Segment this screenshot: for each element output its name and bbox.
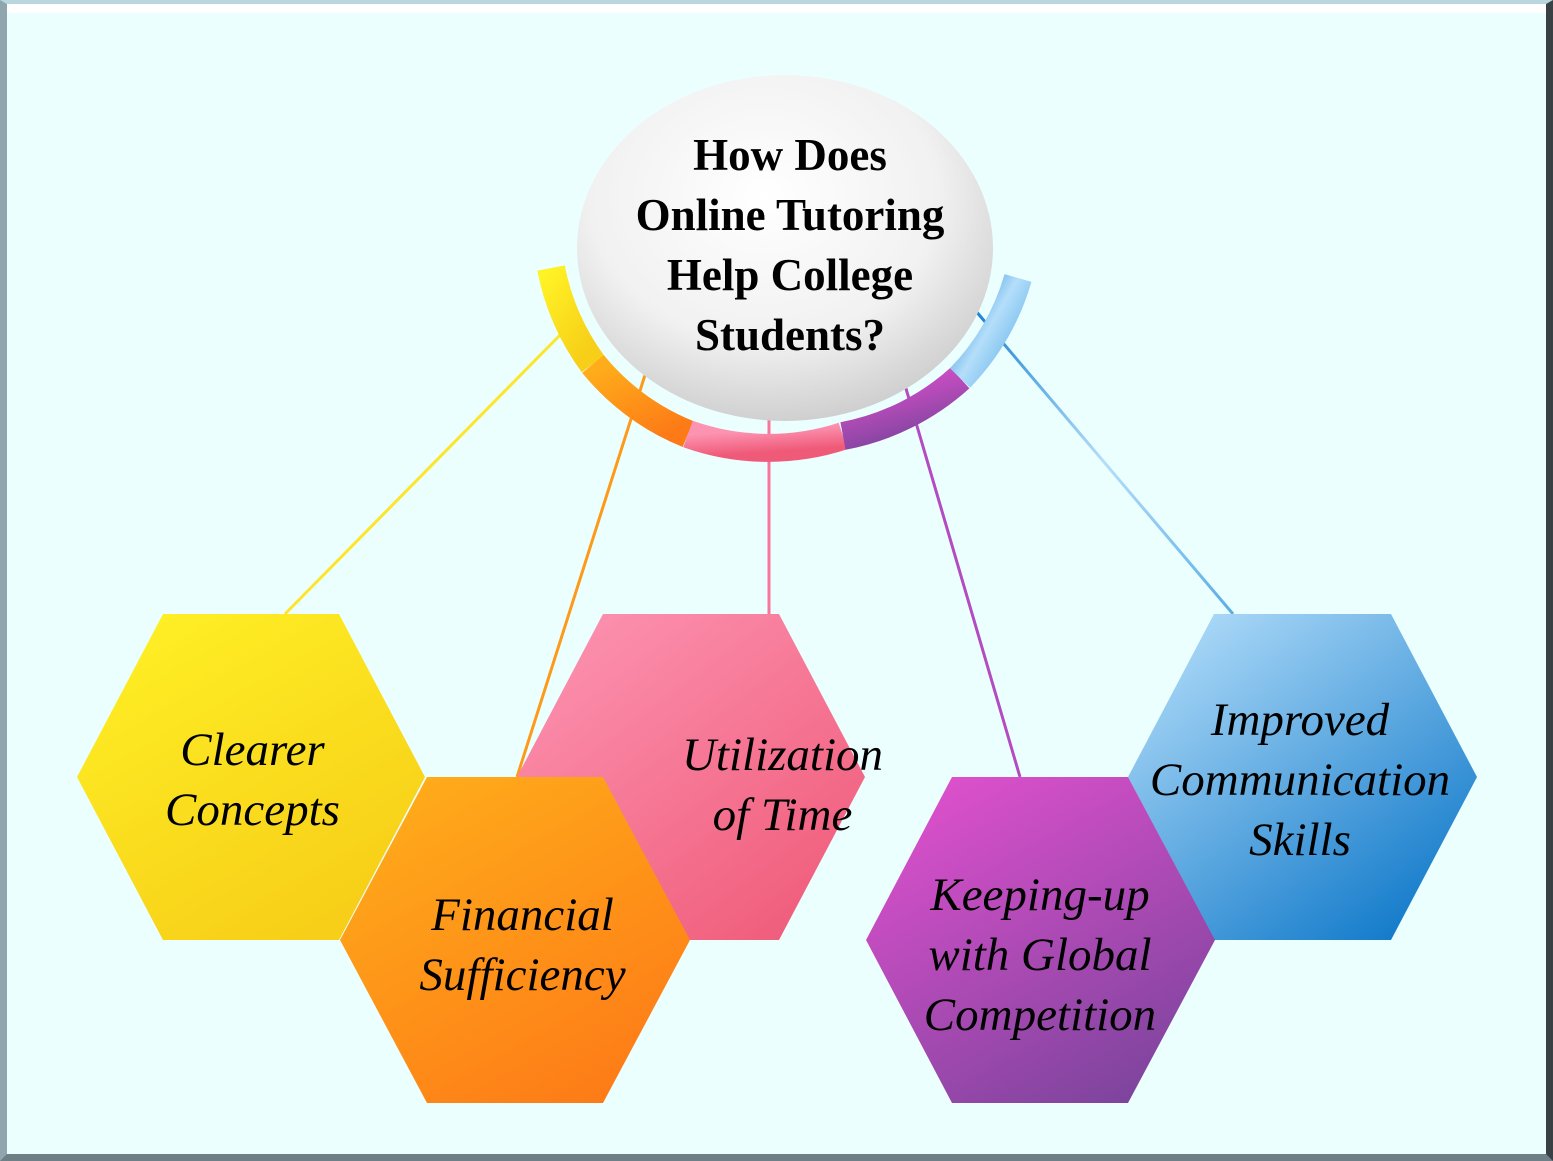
arc-segment-yellow	[537, 265, 605, 373]
frame-highlight	[7, 4, 1546, 1154]
arc-segment-purple	[840, 367, 970, 450]
hexagons	[77, 614, 1477, 1103]
hexagon-clearer-concepts	[77, 614, 425, 940]
connector-clearer-concepts	[283, 328, 567, 616]
connector-lines	[283, 309, 1235, 778]
hexagon-communication-skills	[1128, 614, 1477, 940]
arc-segment-orange	[582, 354, 694, 447]
connector-communication-skills	[973, 309, 1235, 615]
title-line-2: Online Tutoring	[635, 190, 945, 240]
label-communication-skills: Improved Communication Skills	[1149, 694, 1451, 866]
label-clearer-concepts: Clearer Concepts	[165, 724, 340, 836]
arc-segment-blue	[949, 273, 1032, 388]
title-line-1: How Does	[693, 130, 887, 180]
connector-financial-sufficiency	[515, 374, 647, 778]
hexagon-financial-sufficiency	[340, 777, 690, 1103]
central-question: How Does Online Tutoring Help College St…	[585, 125, 995, 365]
hexagon-global-competition	[866, 777, 1215, 1103]
label-utilization-of-time: Utilization of Time	[681, 729, 884, 841]
title-line-3: Help College	[666, 250, 914, 300]
connector-global-competition	[900, 374, 1022, 778]
arc-segment-pink	[683, 420, 848, 462]
label-global-competition: Keeping-up with Global Competition	[923, 869, 1157, 1041]
color-arc	[537, 265, 1032, 462]
label-financial-sufficiency: Financial Sufficiency	[419, 889, 626, 1001]
central-sphere	[577, 75, 993, 421]
title-line-4: Students?	[694, 310, 886, 360]
